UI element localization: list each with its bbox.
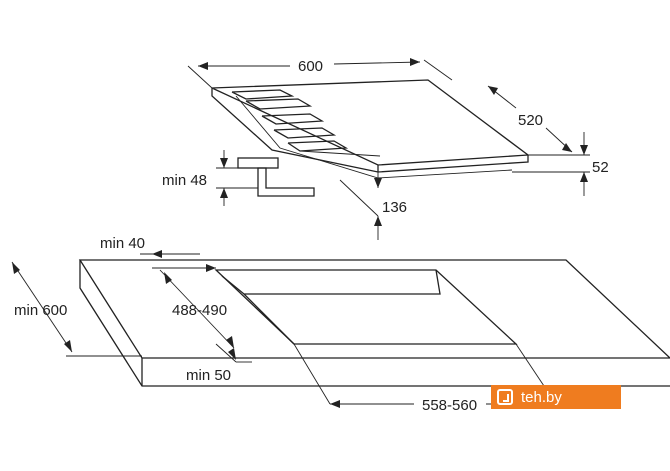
- watermark-text: teh.by: [521, 388, 562, 406]
- countertop-drawing: min 40 min 600 488-490 min 50 558-560: [11, 235, 670, 414]
- countertop-surface: [78, 259, 670, 359]
- cutout-opening: [214, 269, 518, 345]
- hob-controls: [231, 89, 381, 157]
- dim-cutout-width: 558-560: [422, 397, 477, 414]
- hob-drawing: 600 520 52 min 48 136: [162, 58, 609, 240]
- dim-min-front-clearance: min 48: [162, 172, 207, 189]
- dim-min-front-margin: min 50: [186, 367, 231, 384]
- dim-cutout-depth: 488-490: [172, 302, 227, 319]
- watermark-badge: teh.by: [491, 385, 621, 409]
- dim-hob-height: 52: [592, 159, 609, 176]
- dim-built-in-depth: 136: [382, 199, 407, 216]
- hob-body-edge: [211, 88, 529, 173]
- check-icon: [497, 389, 513, 405]
- hob-glass-top: [211, 79, 530, 166]
- dim-hob-width: 600: [298, 58, 323, 75]
- mounting-bracket: [237, 157, 315, 197]
- hob-underside: [235, 95, 513, 179]
- dim-min-back-margin: min 40: [100, 235, 145, 252]
- dim-min-side-depth: min 600: [14, 302, 67, 319]
- countertop-edge: [79, 260, 670, 387]
- dim-hob-depth: 520: [518, 112, 543, 129]
